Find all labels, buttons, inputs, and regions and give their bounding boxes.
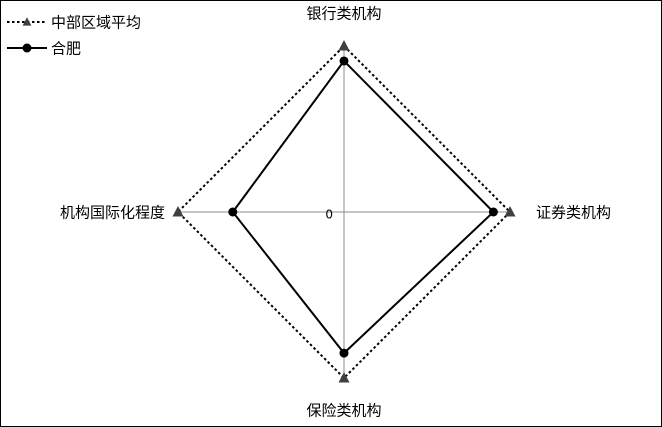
series-2-point-3 xyxy=(339,348,349,358)
legend-marker-2 xyxy=(22,43,32,53)
center-tick-label: 0 xyxy=(325,208,333,222)
series-line-1 xyxy=(176,44,512,380)
axis-label-2: 证券类机构 xyxy=(536,204,611,222)
series-2-point-1 xyxy=(339,56,349,66)
axes-layer xyxy=(178,46,510,378)
series-1-point-3 xyxy=(338,372,350,383)
axis-label-3: 保险类机构 xyxy=(306,402,381,420)
series-1-point-2 xyxy=(504,206,516,217)
series-2-point-4 xyxy=(228,207,238,217)
legend-label-2: 合肥 xyxy=(51,40,81,58)
series-layer xyxy=(172,40,516,383)
series-line-2 xyxy=(231,59,495,355)
axis-label-1: 银行类机构 xyxy=(306,5,381,23)
legend-marker-1 xyxy=(22,17,32,26)
series-1-point-4 xyxy=(172,206,184,217)
series-2-point-2 xyxy=(488,207,498,217)
axis-label-4: 机构国际化程度 xyxy=(60,204,165,222)
legend-label-1: 中部区域平均 xyxy=(51,14,141,32)
series-1-point-1 xyxy=(338,40,350,51)
